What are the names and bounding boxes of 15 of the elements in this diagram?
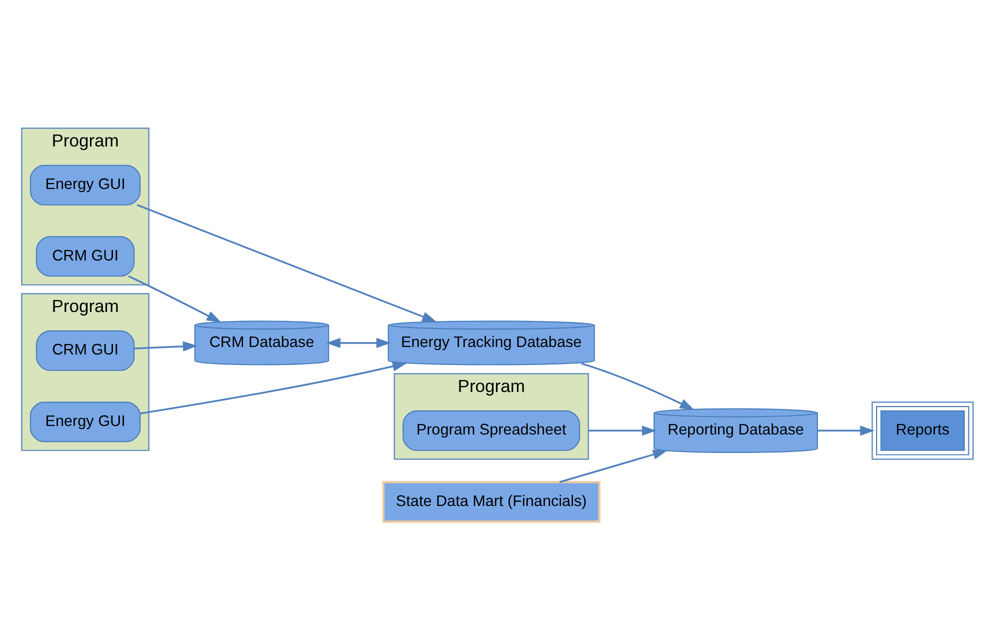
arrow: [326, 338, 391, 348]
node-box: CRM GUI: [36, 236, 135, 277]
arrow: [128, 275, 222, 323]
node-box: Energy GUI: [30, 402, 141, 442]
node-box: Energy GUI: [30, 164, 141, 206]
node-box: CRM GUI: [36, 330, 135, 371]
arrow: [140, 361, 408, 414]
arrow: [581, 362, 694, 410]
node-box: State Data Mart (Financials): [382, 481, 600, 523]
node-box: Program Spreadsheet: [402, 410, 580, 451]
arrow: [559, 450, 668, 483]
arrow: [588, 426, 656, 436]
node-box: Reports: [872, 402, 974, 460]
arrow: [818, 426, 875, 436]
arrow: [134, 341, 198, 352]
